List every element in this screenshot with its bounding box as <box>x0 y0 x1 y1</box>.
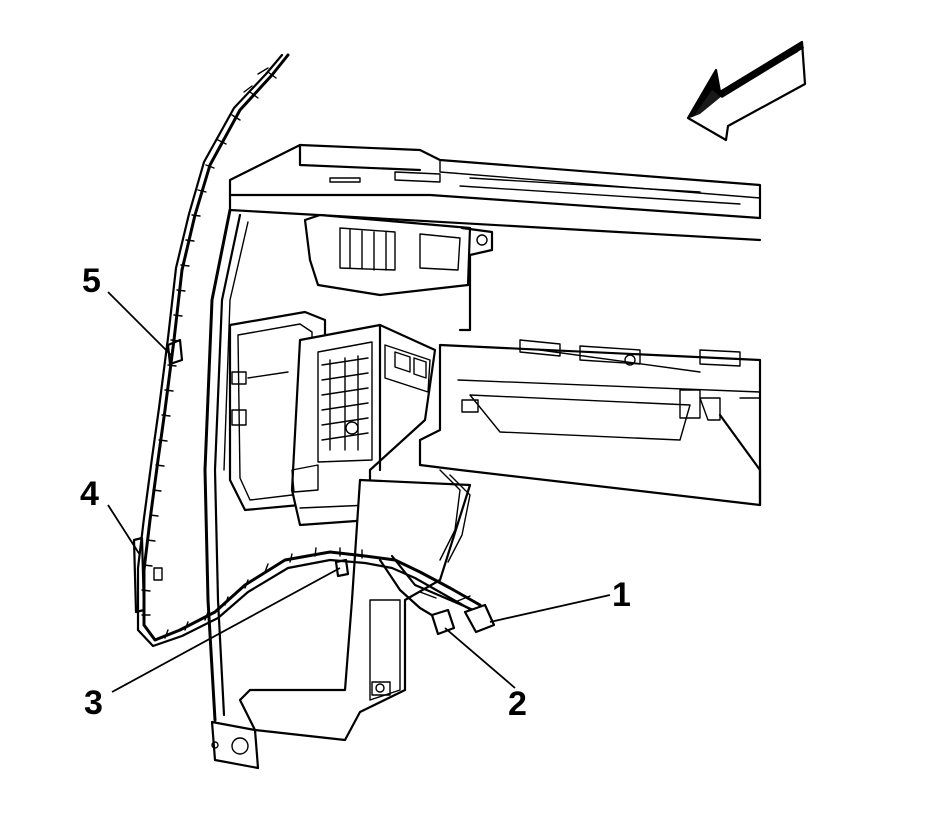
callout-leaders <box>107 291 611 693</box>
callout-3: 3 <box>84 684 103 722</box>
callout-2: 2 <box>508 685 527 723</box>
instrument-panel-carrier <box>203 143 762 770</box>
callout-labels: 1 2 3 4 5 <box>80 262 631 723</box>
leader-1 <box>489 594 611 623</box>
wiring-harness <box>132 53 496 648</box>
leader-5 <box>107 291 173 357</box>
callout-1: 1 <box>612 576 631 614</box>
view-direction-arrow-icon <box>686 40 807 142</box>
leader-2 <box>444 627 516 689</box>
callout-4: 4 <box>80 475 99 513</box>
callout-5: 5 <box>82 262 101 300</box>
leader-4 <box>107 504 141 556</box>
leader-3 <box>111 567 341 693</box>
